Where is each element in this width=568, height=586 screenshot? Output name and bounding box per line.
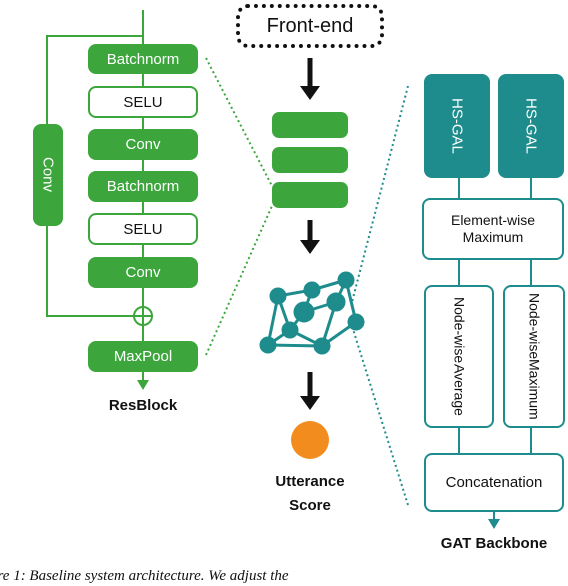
- frontend-box: Front-end: [236, 4, 384, 48]
- zoom-line-bottom-green: [205, 205, 273, 356]
- node-max-line2: Maximum: [526, 359, 543, 420]
- hsgal-box-2: HS-GAL: [498, 74, 564, 178]
- selu-box-1: SELU: [88, 86, 198, 118]
- zoom-line-top-green: [205, 57, 273, 187]
- processing-bar-2: [272, 147, 348, 173]
- processing-bar-3: [272, 182, 348, 208]
- arrow-down-icon: [300, 240, 320, 254]
- node-avg-line1: Node-wise: [451, 297, 468, 364]
- score-label: Score: [289, 496, 331, 514]
- resblock-output-arrow: [137, 380, 149, 390]
- arrow-down-icon: [300, 86, 320, 100]
- processing-bar-1: [272, 112, 348, 138]
- conv-box-2: Conv: [88, 257, 198, 288]
- selu-box-2: SELU: [88, 213, 198, 245]
- node-wise-average-box: Node-wise Average: [424, 285, 494, 428]
- conv-box-1: Conv: [88, 129, 198, 160]
- node-max-line1: Node-wise: [526, 293, 543, 360]
- concatenation-box: Concatenation: [424, 453, 564, 512]
- gat-backbone-title: GAT Backbone: [440, 534, 548, 552]
- gat-output-arrow: [488, 519, 500, 529]
- zoom-line-bottom-teal: [351, 325, 409, 506]
- node-avg-line2: Average: [451, 363, 468, 416]
- zoom-line-top-teal: [351, 85, 409, 303]
- batchnorm-box-2: Batchnorm: [88, 171, 198, 202]
- arrow-down-icon: [300, 396, 320, 410]
- utterance-score-icon: [291, 421, 329, 459]
- graph-network-icon: [259, 271, 365, 355]
- element-wise-max-line1: Element-wise: [450, 212, 536, 228]
- hsgal-box-1: HS-GAL: [424, 74, 490, 178]
- utterance-label: Utterance: [275, 472, 345, 490]
- maxpool-box: MaxPool: [88, 341, 198, 372]
- figure-caption: ure 1: Baseline system architecture. We …: [0, 567, 289, 584]
- element-wise-max-box: Element-wise Maximum: [422, 198, 564, 260]
- element-wise-max-line2: Maximum: [462, 229, 524, 245]
- batchnorm-box-1: Batchnorm: [88, 44, 198, 74]
- skip-conv-box: Conv: [33, 124, 63, 226]
- resblock-title: ResBlock: [108, 396, 178, 414]
- node-wise-maximum-box: Node-wise Maximum: [503, 285, 565, 428]
